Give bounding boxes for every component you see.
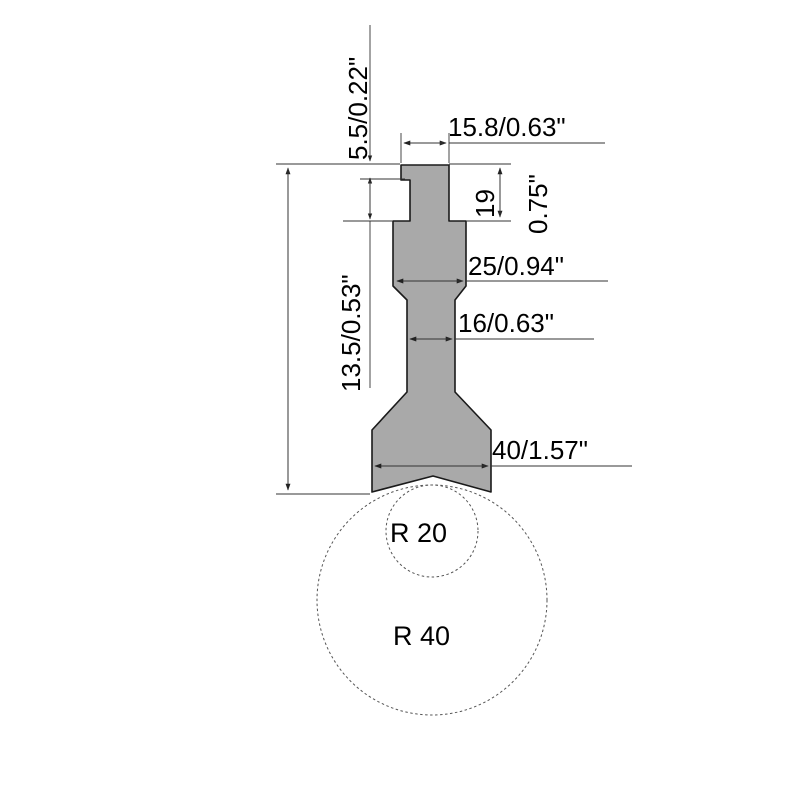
radius-circle-r20 (385, 484, 479, 578)
dim-tang-total-height: 19 0.75" (449, 163, 553, 234)
radius-r40-label: R 40 (393, 621, 450, 651)
radius-r20-label: R 20 (390, 518, 447, 548)
shoulder-height-label: 13.5/0.53" (336, 274, 366, 392)
dim-tang-height: 5.5/0.22" (343, 25, 405, 222)
neck-width-label: 16/0.63" (458, 308, 554, 338)
dim-neck-width: 16/0.63" (409, 308, 594, 342)
tip-width-label: 40/1.57" (492, 435, 588, 465)
tang-height-label: 5.5/0.22" (343, 57, 373, 160)
tang-width-label: 15.8/0.63" (448, 112, 566, 142)
tang-height-mm-label: 19 (470, 189, 500, 218)
dim-shoulder-height: 13.5/0.53" (336, 221, 371, 392)
tang-height-in-label: 0.75" (523, 174, 553, 234)
dim-tang-width: 15.8/0.63" (400, 112, 605, 163)
shoulder-width-label: 25/0.94" (468, 251, 564, 281)
dim-shoulder-width: 25/0.94" (396, 251, 608, 284)
dim-overall-height (276, 163, 400, 495)
tool-profile (371, 164, 492, 493)
dim-tip-width: 40/1.57" (374, 435, 632, 469)
